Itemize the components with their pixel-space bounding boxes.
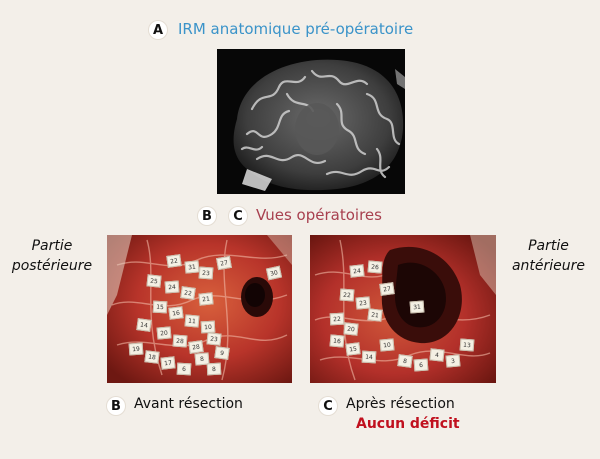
posterior-label-line1: Partie	[31, 238, 73, 254]
caption-after-resection: Après résection	[346, 396, 455, 412]
electrode-tag: 20	[156, 326, 172, 340]
electrode-tag: 27	[379, 282, 395, 296]
electrode-tag: 31	[184, 260, 200, 274]
electrode-tag: 4	[429, 348, 445, 362]
operative-views-title: Vues opératoires	[256, 206, 382, 224]
electrode-tag: 6	[176, 362, 192, 376]
electrode-tag: 15	[345, 342, 361, 356]
electrode-tag: 17	[160, 356, 176, 370]
caption-before-resection: Avant résection	[134, 396, 243, 412]
electrode-tag: 14	[361, 350, 377, 364]
electrode-tag: 9	[214, 346, 230, 360]
electrode-tag: 31	[409, 300, 425, 314]
electrode-tag: 16	[168, 306, 184, 320]
electrode-tag: 26	[367, 260, 383, 274]
electrode-tag: 22	[339, 288, 355, 302]
electrode-tag: 28	[188, 340, 204, 354]
mri-image	[217, 49, 405, 194]
electrode-tag: 23	[198, 266, 214, 280]
electrode-tag: 25	[146, 274, 162, 288]
caption-b-badge: B	[107, 397, 125, 415]
panel-c-badge: C	[229, 207, 247, 225]
electrode-tag: 22	[180, 286, 196, 300]
electrode-tag: 24	[164, 280, 180, 294]
electrode-tag: 16	[329, 334, 345, 348]
posterior-label: Partie postérieure	[0, 236, 104, 276]
posterior-label-line2: postérieure	[11, 258, 93, 274]
electrode-tag: 21	[367, 308, 383, 322]
electrode-tag: 20	[343, 322, 359, 336]
electrode-tag: 8	[206, 362, 222, 376]
electrode-tag: 6	[413, 358, 429, 372]
electrode-tag: 27	[216, 255, 232, 271]
electrode-tag: 22	[329, 312, 345, 326]
electrode-tag: 11	[184, 314, 200, 328]
electrode-tag: 22	[166, 254, 182, 268]
electrode-tag: 3	[445, 354, 461, 368]
anterior-label-line1: Partie	[528, 238, 569, 254]
electrode-tag: 10	[379, 338, 395, 352]
panel-a-badge: A	[149, 21, 167, 39]
electrode-tag: 14	[136, 318, 152, 332]
electrode-tag: 15	[152, 300, 168, 314]
electrode-tag: 18	[144, 350, 160, 364]
panel-b-badge: B	[198, 207, 216, 225]
electrode-tag: 24	[349, 264, 365, 278]
electrode-tag: 19	[128, 342, 144, 356]
electrode-tag: 28	[172, 334, 188, 348]
caption-c-badge: C	[319, 397, 337, 415]
electrode-tag: 21	[198, 292, 214, 306]
electrode-tag: 8	[397, 354, 413, 368]
outcome-no-deficit: Aucun déficit	[356, 416, 460, 432]
anterior-label-line2: antérieure	[511, 258, 586, 274]
panel-a-title: IRM anatomique pré-opératoire	[178, 20, 414, 38]
electrode-tag: 13	[459, 338, 475, 352]
anterior-label: Partie antérieure	[497, 236, 600, 276]
electrode-tag: 23	[206, 332, 222, 346]
